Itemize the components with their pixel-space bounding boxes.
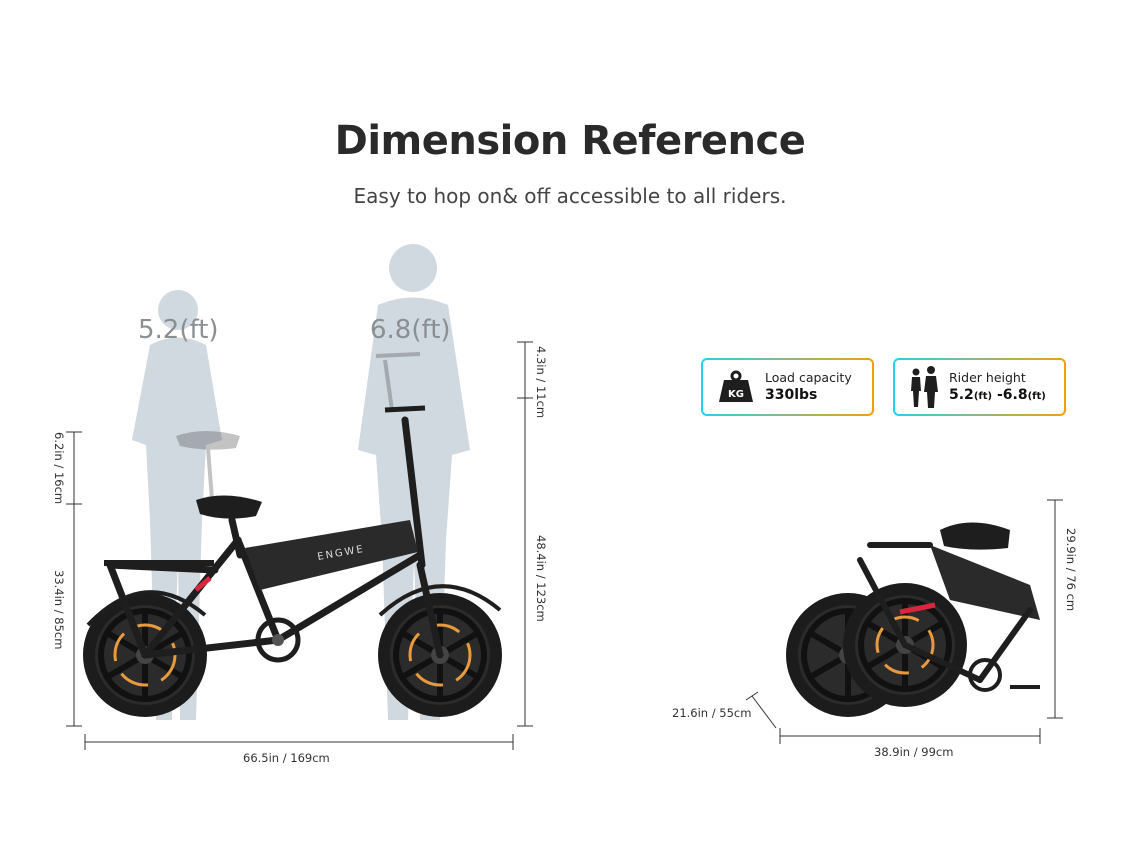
- rider-height-card: Rider height 5.2(ft) -6.8(ft): [893, 358, 1066, 416]
- rider-height-title: Rider height: [949, 369, 1026, 385]
- page-subtitle: Easy to hop on& off accessible to all ri…: [353, 184, 787, 208]
- weight-icon: KG: [717, 370, 755, 404]
- dim-seat-adjust: 6.2in / 16cm: [52, 432, 66, 505]
- load-capacity-value: 330lbs: [765, 387, 818, 403]
- short-person-height-label: 5.2(ft): [138, 315, 219, 345]
- dimension-lines: [66, 341, 1063, 750]
- dim-unfolded-length: 66.5in / 169cm: [243, 751, 330, 765]
- rider-height-min-unit: (ft): [973, 390, 993, 402]
- page-title: Dimension Reference: [334, 118, 806, 164]
- dim-seat-height: 33.4in / 85cm: [52, 570, 66, 650]
- riders-icon: [907, 365, 941, 409]
- dim-folded-width: 21.6in / 55cm: [672, 706, 752, 720]
- dim-folded-length: 38.9in / 99cm: [874, 745, 954, 759]
- weight-icon-label: KG: [728, 389, 744, 400]
- load-capacity-title: Load capacity: [765, 370, 852, 385]
- rider-height-max-unit: (ft): [1027, 390, 1046, 402]
- ghost-raised-seat: [176, 431, 240, 501]
- folded-bike: [786, 522, 1040, 718]
- rider-height-value: 5.2(ft) -6.8(ft): [949, 386, 1046, 406]
- tall-person-height-label: 6.8(ft): [370, 315, 451, 345]
- dim-handlebar-height: 48.4in / 123cm: [534, 535, 548, 622]
- rider-height-separator: -: [992, 386, 1003, 403]
- ghost-raised-handlebar: [375, 352, 421, 411]
- rider-height-max: 6.8: [1002, 386, 1028, 403]
- dim-folded-height: 29.9in / 76 cm: [1064, 528, 1078, 612]
- rider-height-min: 5.2: [949, 386, 974, 403]
- load-capacity-card: KG Load capacity 330lbs: [701, 358, 874, 416]
- dim-handlebar-adjust: 4.3in / 11cm: [534, 346, 548, 419]
- unfolded-bike: ENGWE: [83, 405, 502, 717]
